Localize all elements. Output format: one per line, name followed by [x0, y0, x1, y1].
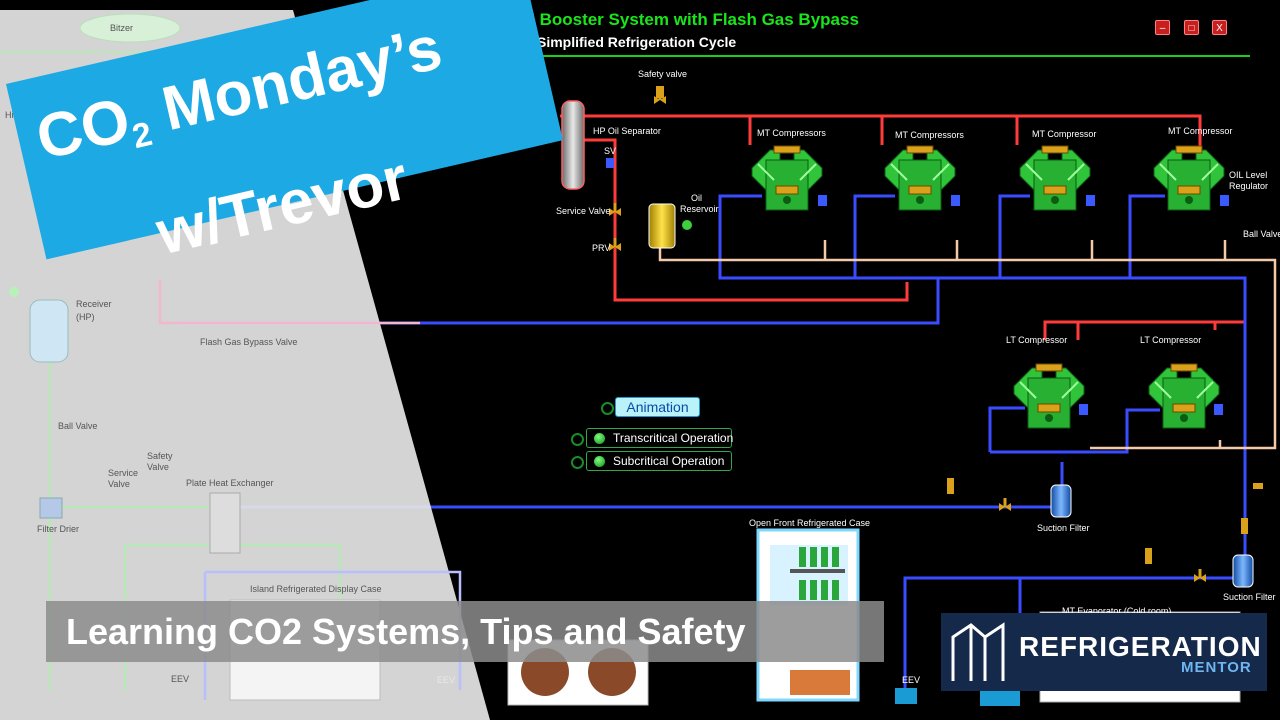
mt-evaporator-label: MT Evaporator (Cold room) [1062, 606, 1171, 616]
mt-compressor-4 [1153, 145, 1225, 211]
valve-icon-right [1241, 518, 1248, 534]
oil-level-regulator-label-1: OIL Level [1229, 170, 1267, 180]
subcritical-label: Subcritical Operation [613, 454, 725, 468]
discharge-pipes [560, 114, 1245, 340]
lt-compressor-2 [1148, 363, 1220, 429]
mt-compressor-label-4: MT Compressor [1168, 126, 1232, 136]
suction-filter-2 [1232, 554, 1254, 588]
hp-oil-separator-label: HP Oil Separator [593, 126, 661, 136]
sv-label: SV [604, 146, 616, 156]
eev-label-3: EEV [437, 675, 455, 685]
ball-valve-right-label: Ball Valve [1243, 229, 1280, 239]
oil-reservoir-label-1: Oil [691, 193, 702, 203]
logo-text-refrigeration: REFRIGERATION [1019, 631, 1262, 662]
transcritical-radio[interactable] [571, 433, 584, 446]
animation-button[interactable]: Animation [615, 397, 700, 417]
window-subtitle: Simplified Refrigeration Cycle [537, 34, 737, 50]
oil-reservoir-label-2: Reservoir [680, 204, 719, 214]
safety-valve-icon-3 [1145, 548, 1152, 564]
suction-filter-1 [1050, 484, 1072, 518]
mt-compressors-label-1: MT Compressors [757, 128, 826, 138]
video-caption: Learning CO2 Systems, Tips and Safety [46, 601, 884, 662]
green-led-icon [594, 433, 605, 444]
transcritical-label: Transcritical Operation [613, 431, 734, 445]
green-led-icon [594, 456, 605, 467]
refrigeration-mentor-logo: REFRIGERATION MENTOR [941, 613, 1267, 691]
mt-compressor-2 [884, 145, 956, 211]
lt-compressor-label-1: LT Compressor [1006, 335, 1067, 345]
oil-reservoir [648, 203, 676, 249]
eev-icon-3 [980, 690, 1020, 706]
hp-oil-separator [561, 100, 585, 190]
lt-compressor-1 [1013, 363, 1085, 429]
animation-radio[interactable] [601, 402, 614, 415]
suction-filter-label-2: Suction Filter [1223, 592, 1276, 602]
logo-text-mentor: MENTOR [1181, 659, 1252, 676]
mt-compressor-3 [1019, 145, 1091, 211]
eev-label-2: EEV [902, 675, 920, 685]
eev-icon-2 [895, 688, 917, 704]
service-valve-label: Service Valve [556, 206, 610, 216]
solenoid-valves [818, 195, 1229, 415]
mt-compressors-label-2: MT Compressors [895, 130, 964, 140]
oil-pipes [658, 240, 1277, 450]
oil-level-regulator-label-2: Regulator [1229, 181, 1268, 191]
sv-solenoid-icon [606, 158, 614, 168]
logo-mark-icon [951, 622, 1005, 681]
subcritical-button[interactable]: Subcritical Operation [586, 451, 732, 471]
safety-valve-label: Safety valve [638, 69, 687, 79]
suction-pipes [180, 194, 1247, 700]
suction-filter-label-1: Suction Filter [1037, 523, 1090, 533]
prv-label: PRV [592, 243, 610, 253]
lt-compressor-label-2: LT Compressor [1140, 335, 1201, 345]
title-divider [300, 55, 1250, 57]
open-front-case-label: Open Front Refrigerated Case [749, 518, 870, 528]
valve-icon-right-2 [1253, 483, 1263, 489]
subcritical-radio[interactable] [571, 456, 584, 469]
close-button[interactable]: X [1212, 20, 1227, 35]
mt-compressor-label-3: MT Compressor [1032, 129, 1096, 139]
restore-button[interactable]: □ [1184, 20, 1199, 35]
transcritical-button[interactable]: Transcritical Operation [586, 428, 734, 448]
mt-compressor-1 [751, 145, 823, 211]
ball-valve-icon-2 [1194, 569, 1206, 582]
oil-level-indicator [682, 220, 692, 230]
safety-valve-icon-2 [947, 478, 954, 494]
ball-valve-icon [999, 498, 1011, 511]
minimize-button[interactable]: – [1155, 20, 1170, 35]
